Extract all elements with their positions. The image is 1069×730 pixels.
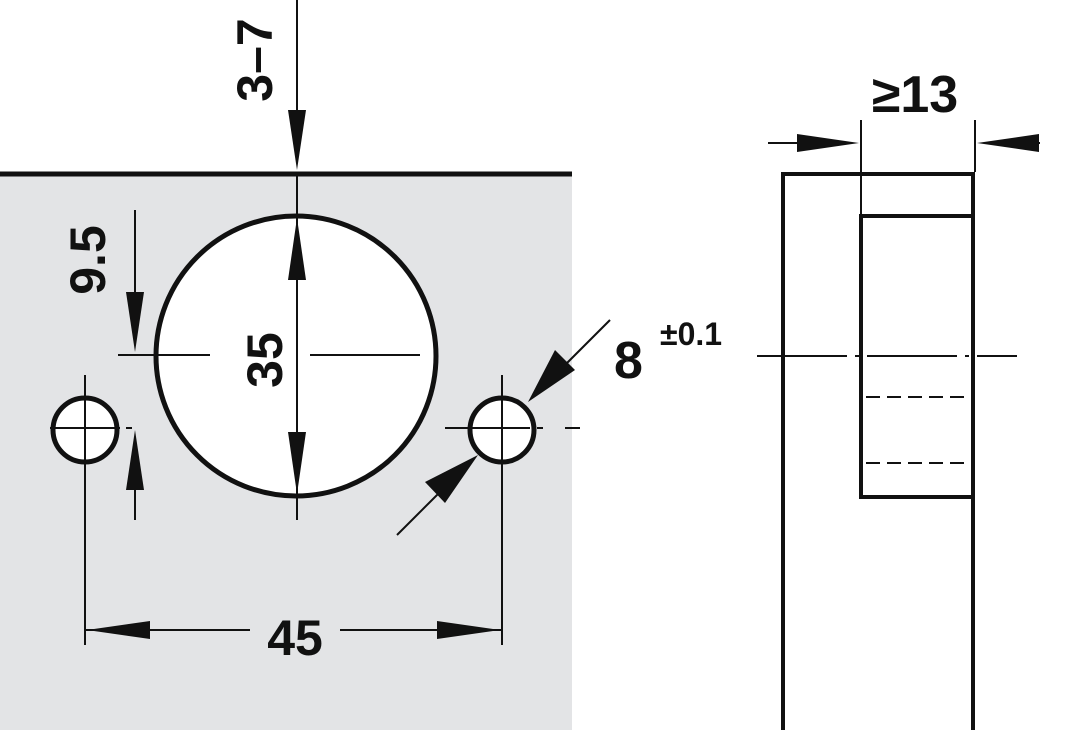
arrow-icon: [288, 110, 306, 170]
hole-tolerance-label: ±0.1: [660, 316, 722, 352]
arrow-icon: [977, 134, 1039, 152]
arrow-icon: [797, 134, 859, 152]
cup-offset-label: 9.5: [60, 225, 116, 295]
arrow-icon: [126, 430, 144, 490]
side-view: ≥13: [757, 66, 1040, 730]
min-thickness-label: ≥13: [872, 66, 958, 124]
cup-diameter-label: 35: [237, 332, 293, 388]
arrow-icon: [87, 621, 150, 639]
front-view: 3–7 9.5 35 45 8 ±0.1: [0, 0, 722, 730]
edge-distance-label: 3–7: [227, 18, 283, 101]
dimension-arrows: [87, 110, 575, 639]
arrow-icon: [528, 350, 575, 402]
arrow-icon: [288, 432, 306, 494]
arrow-icon: [126, 292, 144, 352]
hole-diameter-label: 8: [614, 332, 643, 390]
hole-spacing-label: 45: [267, 610, 323, 666]
arrow-icon: [288, 218, 306, 280]
arrow-icon: [425, 455, 478, 503]
arrow-icon: [437, 621, 500, 639]
